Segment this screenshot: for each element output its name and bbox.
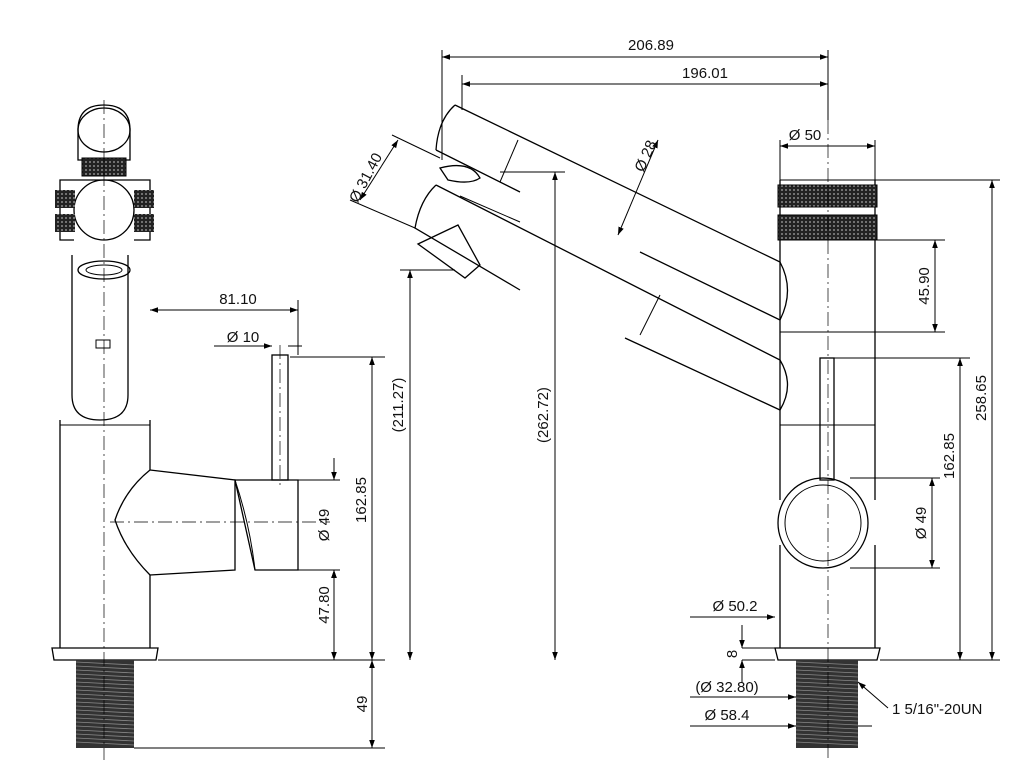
front-view: 206.89 196.01 Ø 28 Ø 31.40 (211.27) (262… xyxy=(346,37,1000,760)
thread-hatch xyxy=(75,713,135,718)
thread-hatch xyxy=(75,701,135,706)
thread-hatch xyxy=(75,741,135,746)
dim-knob-base-height: 47.80 xyxy=(316,586,333,624)
dim-spout-diameter: Ø 28 xyxy=(632,138,661,175)
thread-hatch xyxy=(795,701,859,706)
thread-hatch xyxy=(795,685,859,690)
dim-overall-width: 206.89 xyxy=(628,37,674,54)
front-thread xyxy=(795,660,859,748)
thread-hatch xyxy=(75,669,135,674)
dim-thread-outer: Ø 58.4 xyxy=(704,707,749,724)
dim-thread-length: 49 xyxy=(354,696,371,713)
thread-hatch xyxy=(75,661,135,666)
thread-hatch xyxy=(795,721,859,726)
thread-hatch xyxy=(75,709,135,714)
thread-hatch xyxy=(75,725,135,730)
dim-base-diameter: Ø 50.2 xyxy=(712,598,757,615)
dim-spray-diameter: Ø 31.40 xyxy=(346,150,386,205)
thread-hatch xyxy=(75,693,135,698)
thread-hatch xyxy=(795,697,859,702)
thread-hatch xyxy=(795,709,859,714)
thread-hatch xyxy=(75,717,135,722)
thread-hatch xyxy=(795,725,859,730)
thread-hatch xyxy=(795,661,859,666)
thread-hatch xyxy=(75,665,135,670)
dim-spray-outlet-height: (211.27) xyxy=(390,378,407,433)
thread-hatch xyxy=(795,737,859,742)
dim-overall-height: 258.65 xyxy=(973,375,990,421)
thread-hatch xyxy=(75,689,135,694)
thread-hatch xyxy=(75,705,135,710)
thread-hatch xyxy=(75,681,135,686)
thread-hatch xyxy=(795,729,859,734)
dim-thread-inner: (Ø 32.80) xyxy=(695,679,758,696)
dim-spout-reach: 196.01 xyxy=(682,65,728,82)
dim-handle-height-side: 162.85 xyxy=(353,477,370,523)
dim-body-diameter: Ø 50 xyxy=(789,127,822,144)
dim-grip-band-height: 45.90 xyxy=(916,267,933,305)
thread-hatch xyxy=(795,717,859,722)
dim-thread-spec: 1 5/16"-20UN xyxy=(892,701,982,718)
thread-hatch xyxy=(795,705,859,710)
thread-hatch xyxy=(795,673,859,678)
thread-hatch xyxy=(75,737,135,742)
side-view: 81.10 Ø 10 162.85 Ø 49 47.80 49 xyxy=(51,100,385,760)
thread-hatch xyxy=(75,733,135,738)
thread-hatch xyxy=(795,733,859,738)
thread-hatch xyxy=(795,741,859,746)
thread-hatch xyxy=(75,685,135,690)
thread-hatch xyxy=(795,689,859,694)
thread-hatch xyxy=(795,693,859,698)
thread-hatch xyxy=(75,697,135,702)
dim-handle-height-front: 162.85 xyxy=(941,433,958,479)
dim-knob-diameter-front: Ø 49 xyxy=(913,507,930,540)
dim-lever-diameter: Ø 10 xyxy=(227,329,260,346)
dim-spout-height: (262.72) xyxy=(535,387,552,443)
thread-hatch xyxy=(795,713,859,718)
dim-knob-diameter-side: Ø 49 xyxy=(316,509,333,542)
thread-hatch xyxy=(75,721,135,726)
dim-lever-offset: 81.10 xyxy=(219,291,257,308)
thread-hatch xyxy=(795,665,859,670)
dim-base-height: 8 xyxy=(724,650,741,658)
side-thread xyxy=(75,660,135,748)
thread-hatch xyxy=(795,669,859,674)
thread-hatch xyxy=(795,677,859,682)
thread-hatch xyxy=(795,681,859,686)
thread-hatch xyxy=(75,677,135,682)
thread-hatch xyxy=(75,729,135,734)
thread-hatch xyxy=(75,673,135,678)
